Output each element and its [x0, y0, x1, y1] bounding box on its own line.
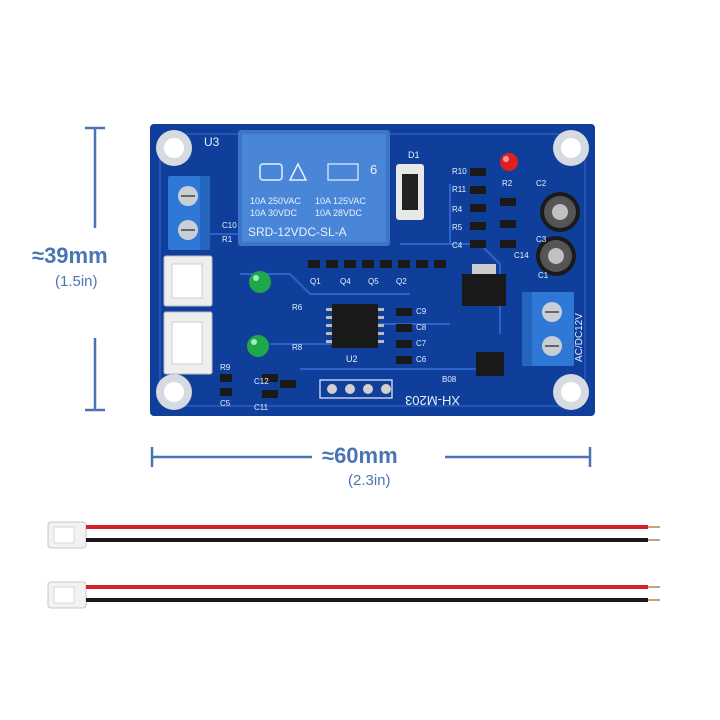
- svg-text:U2: U2: [346, 354, 358, 364]
- height-dimension-label: ≈39mm: [32, 243, 108, 268]
- transistor-b08: [476, 352, 504, 376]
- svg-text:C7: C7: [416, 339, 427, 348]
- svg-text:R4: R4: [452, 205, 463, 214]
- ic-chip: [326, 304, 384, 348]
- programming-header: [319, 379, 393, 399]
- relay-component: 6 10A 250VAC 10A 30VDC 10A 125VAC 10A 28…: [238, 130, 390, 246]
- sensor-connectors: [163, 255, 213, 375]
- electrolytic-capacitors: [536, 192, 580, 276]
- svg-text:R5: R5: [452, 223, 463, 232]
- svg-text:R11: R11: [452, 185, 467, 194]
- voltage-regulator: [462, 264, 506, 306]
- svg-text:C2: C2: [536, 179, 547, 188]
- svg-text:C1: C1: [538, 271, 549, 280]
- width-dimension-label: ≈60mm: [322, 443, 398, 468]
- svg-text:C8: C8: [416, 323, 427, 332]
- power-terminal-block: [522, 292, 574, 366]
- svg-text:R2: R2: [502, 179, 513, 188]
- diode-d1: [396, 164, 424, 220]
- svg-text:10A 30VDC: 10A 30VDC: [250, 208, 298, 218]
- svg-text:C14: C14: [514, 251, 529, 260]
- svg-text:AC/DC12V: AC/DC12V: [574, 313, 585, 362]
- svg-text:C12: C12: [254, 377, 269, 386]
- board-model-label: XH-M203: [405, 393, 460, 408]
- svg-text:Q5: Q5: [368, 277, 379, 286]
- svg-text:Q1: Q1: [310, 277, 321, 286]
- svg-text:C4: C4: [452, 241, 463, 250]
- cable-1: [47, 521, 660, 549]
- height-inches-label: (1.5in): [55, 273, 98, 290]
- smd-components: [220, 168, 516, 398]
- svg-text:R10: R10: [452, 167, 467, 176]
- svg-text:B08: B08: [442, 375, 457, 384]
- svg-text:C6: C6: [416, 355, 427, 364]
- svg-text:C9: C9: [416, 307, 427, 316]
- svg-text:U3: U3: [204, 135, 220, 149]
- mounting-holes: [156, 130, 589, 410]
- svg-text:6: 6: [370, 162, 377, 177]
- width-inches-label: (2.3in): [348, 472, 391, 489]
- svg-text:R9: R9: [220, 363, 231, 372]
- status-leds: [247, 153, 518, 357]
- svg-text:10A 125VAC: 10A 125VAC: [315, 196, 366, 206]
- svg-text:R1: R1: [222, 235, 233, 244]
- svg-text:C5: C5: [220, 399, 231, 408]
- cable-2: [47, 581, 660, 609]
- svg-text:SRD-12VDC-SL-A: SRD-12VDC-SL-A: [248, 225, 347, 239]
- relay-module-pcb: 6 10A 250VAC 10A 30VDC 10A 125VAC 10A 28…: [150, 124, 595, 416]
- svg-text:10A 28VDC: 10A 28VDC: [315, 208, 363, 218]
- svg-text:D1: D1: [408, 150, 420, 160]
- svg-text:C11: C11: [254, 403, 269, 412]
- svg-text:10A 250VAC: 10A 250VAC: [250, 196, 301, 206]
- svg-text:R6: R6: [292, 303, 303, 312]
- output-terminal-block: [168, 176, 210, 250]
- svg-text:Q2: Q2: [396, 277, 407, 286]
- svg-text:Q4: Q4: [340, 277, 351, 286]
- svg-text:C3: C3: [536, 235, 547, 244]
- svg-text:R8: R8: [292, 343, 303, 352]
- svg-text:C10: C10: [222, 221, 237, 230]
